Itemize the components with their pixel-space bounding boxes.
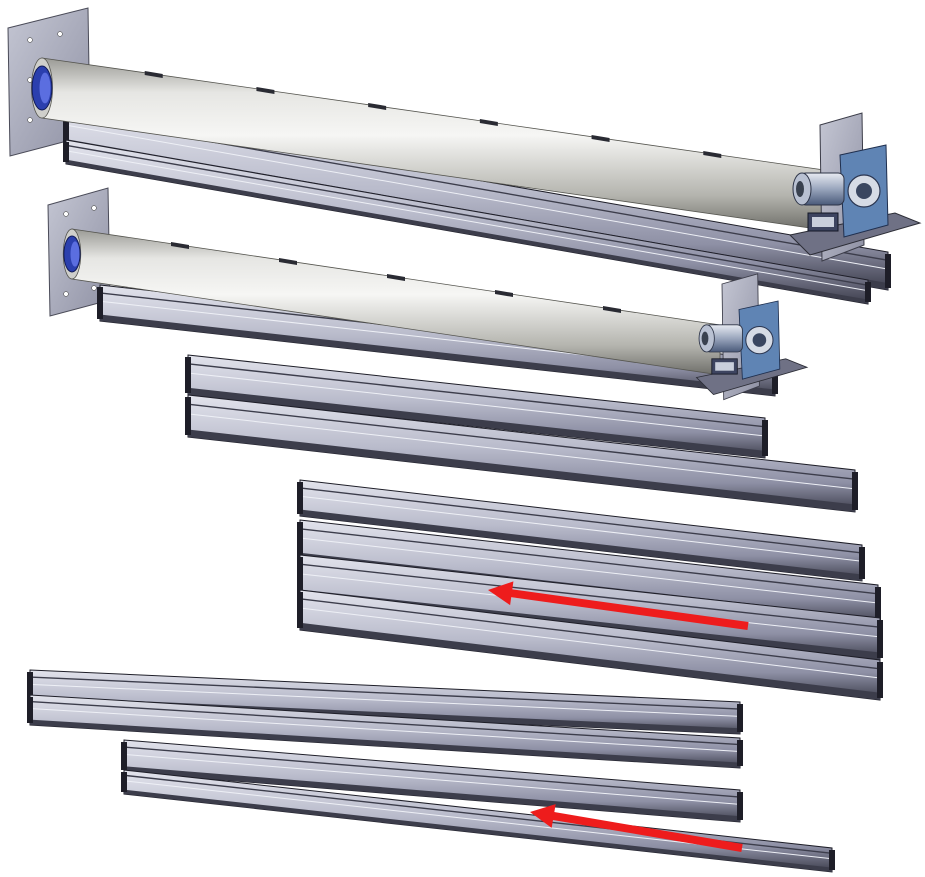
tube-clip [703, 151, 722, 158]
end-cap [63, 235, 81, 273]
tube-clip [603, 306, 621, 313]
slat [27, 694, 743, 769]
tube-clip [387, 274, 405, 281]
slat [121, 739, 743, 823]
slat [185, 354, 768, 459]
direction-arrow-icon [530, 804, 743, 852]
direction-arrow-icon [488, 581, 749, 630]
slat [63, 139, 871, 305]
tube-clip [279, 258, 297, 265]
slat-stack-bottom [27, 669, 835, 873]
end-cap [31, 65, 53, 111]
tube-clip [368, 103, 387, 110]
gear-motor [695, 273, 809, 401]
assembly-middle [47, 187, 883, 701]
tube-clip [171, 242, 189, 249]
slat [297, 589, 883, 701]
tube-clip [144, 71, 163, 78]
tube-clip [256, 87, 275, 94]
tube-clip [479, 119, 498, 126]
tube-clip [495, 290, 513, 297]
tube-clip [591, 135, 610, 142]
arrows [488, 581, 749, 852]
slat [185, 394, 858, 513]
assembly-top [7, 7, 922, 305]
slat [297, 479, 865, 582]
gear-motor [788, 112, 922, 262]
slat [97, 284, 778, 397]
